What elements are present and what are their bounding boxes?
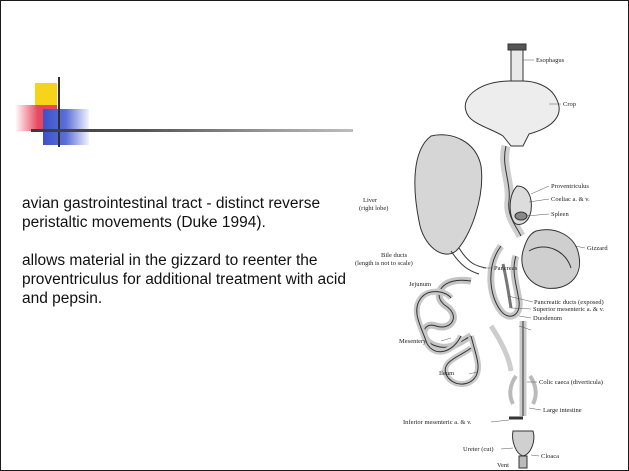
paragraph-gizzard: allows material in the gizzard to reente… <box>22 251 372 308</box>
label-mesentery: Mesentery <box>399 338 427 345</box>
label-cloaca: Cloaca <box>541 453 559 460</box>
label-liver-sub: (right lobe) <box>359 205 388 212</box>
label-superior-mesenteric: Superior mesenteric a. & v. <box>533 306 604 313</box>
decor-vertical-line <box>58 77 60 147</box>
title-decoration <box>1 1 361 161</box>
label-crop: Crop <box>563 101 576 108</box>
label-jejunum: Jejunum <box>409 281 431 288</box>
label-vent: Vent <box>497 462 509 469</box>
label-ureter: Ureter (cut) <box>463 446 494 453</box>
label-spleen: Spleen <box>551 211 569 218</box>
decor-blue-square <box>43 109 89 145</box>
label-proventriculus: Proventriculus <box>551 183 589 190</box>
label-pancreas: Pancreas <box>494 265 518 272</box>
label-bile-sub: (length is not to scale) <box>355 260 413 267</box>
label-liver: Liver <box>363 197 378 204</box>
label-colic-caeca: Colic caeca (diverticula) <box>539 379 603 386</box>
paragraph-peristalsis: avian gastrointestinal tract - distinct … <box>22 194 372 232</box>
title-underline <box>31 129 353 132</box>
label-coeliac: Coeliac a. & v. <box>551 196 590 203</box>
label-gizzard: Gizzard <box>587 245 608 252</box>
label-ileum: Ileum <box>439 370 454 377</box>
label-large-intestine: Large intestine <box>543 407 582 414</box>
label-esophagus: Esophagus <box>536 57 565 64</box>
body-text: avian gastrointestinal tract - distinct … <box>22 194 372 327</box>
label-pancreatic-ducts: Pancreatic ducts (exposed) <box>534 299 604 306</box>
label-bile-ducts: Bile ducts <box>381 252 408 259</box>
label-duodenum: Duodenum <box>533 315 562 322</box>
gi-tract-drawing: Esophagus Crop Proventriculus Coeliac a.… <box>351 36 621 470</box>
label-inferior-mesenteric: Inferior mesenteric a. & v. <box>403 419 472 426</box>
gi-tract-illustration: Esophagus Crop Proventriculus Coeliac a.… <box>351 36 621 470</box>
